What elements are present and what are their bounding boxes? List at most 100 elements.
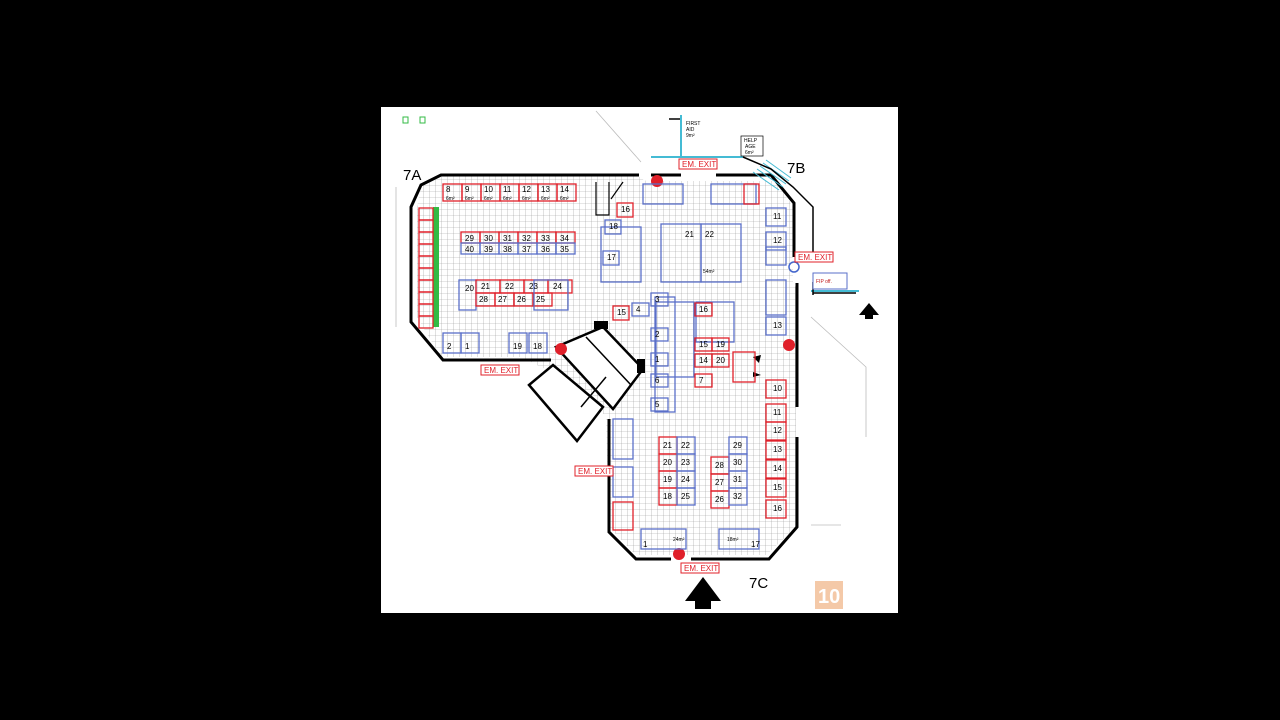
fip-marker (788, 261, 800, 273)
hall-walls-thin (595, 181, 624, 216)
stall-south-right-number: 28 (715, 461, 724, 470)
stall-middle (631, 302, 650, 317)
stall-middle-number: 16 (699, 305, 708, 314)
stall-south-left2-number: 23 (681, 458, 690, 467)
stall-middle-number: 3 (655, 295, 660, 304)
stall-misc-number: 15 (617, 308, 626, 317)
stall-west-wall (418, 315, 434, 329)
exit-markers (555, 175, 795, 560)
stall-south-right-number: 27 (715, 478, 724, 487)
stall-west-row4 (532, 292, 553, 307)
stall-east (765, 231, 787, 251)
stall-west-row3-number: 21 (481, 282, 490, 291)
exit-sign-east: EM. EXIT (794, 251, 834, 263)
stall-west-bottom-number: 1 (465, 342, 470, 351)
stall-west-single-number: 20 (465, 284, 474, 293)
stall-east-number: 15 (773, 483, 782, 492)
stall-south-right2-number: 32 (733, 492, 742, 501)
stall-west-row1-number: 30 (484, 234, 493, 243)
fip-label: FIP off. (816, 279, 832, 285)
stall-misc-number: 18 (609, 222, 618, 231)
exit-sign-east-text: EM. EXIT (798, 253, 832, 262)
stall-south-left-number: 18 (663, 492, 672, 501)
stall-middle-number: 5 (655, 400, 660, 409)
stall-west-row1-number: 33 (541, 234, 550, 243)
stall-south-left-number: 20 (663, 458, 672, 467)
exit-sign-south: EM. EXIT (680, 562, 720, 574)
zone-7a-label: 7A (403, 167, 421, 184)
stall-south-bottom-right (718, 528, 760, 550)
stall-misc (602, 250, 620, 266)
stall-top-center-b (710, 183, 757, 205)
stall-top-row-area: 6m² (541, 196, 550, 202)
exit-sign-southwest: EM. EXIT (574, 465, 614, 477)
help-age-line3: 6m² (745, 150, 754, 156)
stall-misc (616, 202, 634, 218)
stall-middle-number: 15 (699, 340, 708, 349)
exit-sign-top-text: EM. EXIT (682, 160, 716, 169)
stall-west-row1-number: 29 (465, 234, 474, 243)
stall-south-left-number: 19 (663, 475, 672, 484)
stall-west-row2-number: 39 (484, 245, 493, 254)
stall-east (765, 379, 787, 399)
stall-top-row-area: 6m² (522, 196, 531, 202)
stall-west-row2 (555, 242, 576, 255)
stall-south-right2 (728, 487, 748, 506)
stall-south-left2-number: 22 (681, 441, 690, 450)
stall-middle (650, 292, 669, 307)
stall-west-row2-number: 40 (465, 245, 474, 254)
stall-south-bottom-left-area: 24m² (673, 537, 685, 543)
stall-south-left2-number: 24 (681, 475, 690, 484)
stall-east (765, 459, 787, 479)
first-aid-line2: AID (686, 127, 695, 133)
cyan-lines (651, 115, 859, 292)
exit-sign-southwest-text: EM. EXIT (578, 467, 612, 476)
annex-building (527, 325, 645, 443)
stall-south-right2-number: 31 (733, 475, 742, 484)
first-aid-line1: FIRST (686, 121, 700, 127)
stall-misc (612, 305, 630, 321)
annex-inner (580, 336, 632, 408)
stall-east (765, 499, 787, 519)
top-left-markers (402, 116, 426, 124)
stall-west-bottom-number: 2 (447, 342, 452, 351)
stall-east-number: 13 (773, 321, 782, 330)
stall-east (765, 316, 787, 336)
stall-middle (694, 373, 713, 388)
green-stripe (433, 207, 439, 327)
stall-layer (418, 183, 787, 550)
stall-west-bottom (528, 332, 548, 354)
site-lines (395, 110, 867, 526)
stall-middle-number: 1 (655, 355, 660, 364)
stall-west-row2-number: 35 (560, 245, 569, 254)
exit-sign-south-text: EM. EXIT (684, 564, 718, 573)
stall-south-left2-number: 25 (681, 492, 690, 501)
stall-south-right2-number: 30 (733, 458, 742, 467)
entrance-arrow-south-icon (685, 577, 721, 609)
stall-top-center-a (642, 183, 684, 205)
stall-east-number: 12 (773, 426, 782, 435)
exit-sign-top: EM. EXIT (678, 158, 718, 170)
stall-east (765, 440, 787, 460)
stall-west-row2-number: 38 (503, 245, 512, 254)
stall-top-row-area: 6m² (503, 196, 512, 202)
stall-west-row2-number: 37 (522, 245, 531, 254)
stall-south-bottom-left-number: 1 (643, 540, 648, 549)
page-number: 10 (818, 586, 840, 608)
stall-west-block-end (533, 279, 569, 311)
stall-middle-number: 19 (716, 340, 725, 349)
fip-office: FIP off. (812, 272, 848, 290)
stall-middle (650, 327, 669, 342)
stall-top-row-area: 6m² (465, 196, 474, 202)
stall-middle-number: 4 (636, 305, 641, 314)
stall-top-row-number: 14 (560, 185, 569, 194)
help-age-stair (752, 159, 792, 191)
stall-east-number: 14 (773, 464, 782, 473)
stall-top-center-c (743, 183, 760, 205)
stall-middle-number: 2 (655, 330, 660, 339)
stall-east-number: 11 (773, 408, 782, 417)
stall-top-row-number: 13 (541, 185, 550, 194)
stall-south-bottom-left (640, 528, 687, 550)
stall-south-bottom-right-area: 18m² (727, 537, 739, 543)
stall-south-left-number: 21 (663, 441, 672, 450)
